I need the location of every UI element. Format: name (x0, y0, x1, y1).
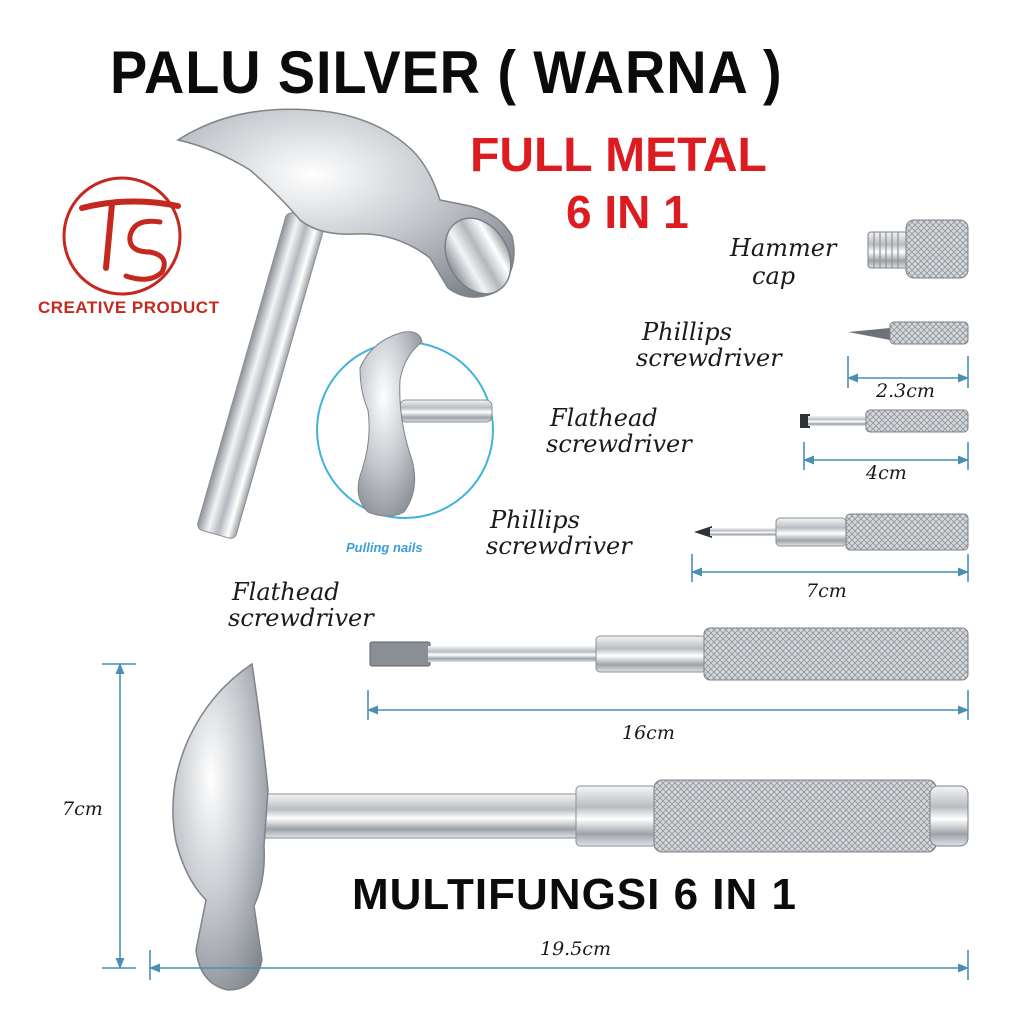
brand-tagline: CREATIVE PRODUCT (38, 298, 220, 317)
flathead-short-label-line2: screwdriver (546, 430, 692, 458)
flathead-short-label-line1: Flathead (550, 404, 658, 432)
phillips-medium-size: 7cm (806, 580, 847, 602)
hammer-height-size: 7cm (62, 798, 103, 820)
six-in-one-label: 6 IN 1 (566, 186, 689, 238)
phillips-short-label-line2: screwdriver (636, 344, 782, 372)
phillips-medium-label-line2: screwdriver (486, 532, 632, 560)
page-title: PALU SILVER ( WARNA ) (110, 39, 783, 106)
flathead-long-size: 16cm (622, 722, 675, 744)
flathead-long-image (369, 627, 969, 681)
hammer-cap-label-line2: cap (752, 262, 796, 290)
phillips-medium-image (694, 513, 969, 551)
ts-logo (62, 176, 182, 296)
phillips-short-size: 2.3cm (876, 380, 935, 402)
hammer-cap-label-line1: Hammer (730, 234, 837, 262)
hammer-cap-image (867, 219, 969, 279)
hammer-top-image (176, 108, 515, 539)
flathead-long-label-line2: screwdriver (228, 604, 374, 632)
multifungsi-label: MULTIFUNGSI 6 IN 1 (352, 870, 797, 919)
flathead-short-image (800, 409, 969, 433)
full-metal-label: FULL METAL (470, 129, 767, 182)
pulling-nails-inset (316, 331, 494, 519)
pulling-nails-caption: Pulling nails (346, 540, 423, 555)
flathead-short-size: 4cm (866, 462, 907, 484)
phillips-short-label-line1: Phillips (642, 318, 732, 346)
hammer-length-size: 19.5cm (540, 938, 611, 960)
phillips-medium-label-line1: Phillips (490, 506, 580, 534)
dimension-lines (102, 356, 970, 980)
hammer-bottom-image (172, 662, 969, 991)
phillips-short-image (848, 321, 969, 345)
flathead-long-label-line1: Flathead (232, 578, 340, 606)
